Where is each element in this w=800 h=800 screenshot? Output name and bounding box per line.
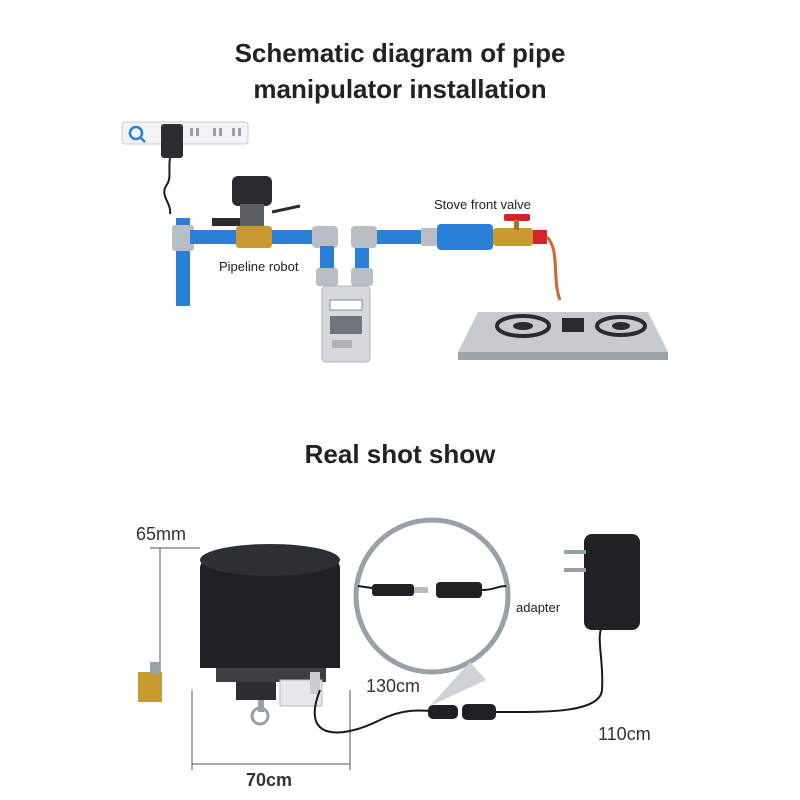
stove-front-valve-label: Stove front valve xyxy=(434,197,531,212)
pipeline-robot-label: Pipeline robot xyxy=(219,259,299,274)
adapter-label: adapter xyxy=(516,600,561,615)
gas-stove xyxy=(458,312,668,360)
connector-closeup xyxy=(353,517,511,706)
gas-meter xyxy=(321,285,371,363)
height-dimension-line xyxy=(150,547,200,676)
real-shot-title: Real shot show xyxy=(304,439,496,469)
width-label: 70cm xyxy=(246,770,293,790)
main-pipe xyxy=(190,226,437,286)
power-adapter xyxy=(564,534,640,630)
manipulator-device xyxy=(138,544,340,726)
cable-connector xyxy=(428,704,496,720)
cable-length-110-label: 110cm xyxy=(598,724,651,744)
diagram-title-line-2: manipulator installation xyxy=(253,74,547,104)
cable-length-130-label: 130cm xyxy=(366,676,421,696)
height-label: 65mm xyxy=(136,524,187,544)
gas-hose xyxy=(545,235,562,301)
stove-front-valve xyxy=(437,214,547,250)
pipeline-robot-device xyxy=(212,176,301,226)
wall-adapter xyxy=(161,124,183,215)
vertical-pipe xyxy=(172,218,194,306)
adapter-cable xyxy=(495,625,604,714)
diagram-title-line-1: Schematic diagram of pipe xyxy=(234,38,566,68)
power-strip xyxy=(121,121,249,145)
